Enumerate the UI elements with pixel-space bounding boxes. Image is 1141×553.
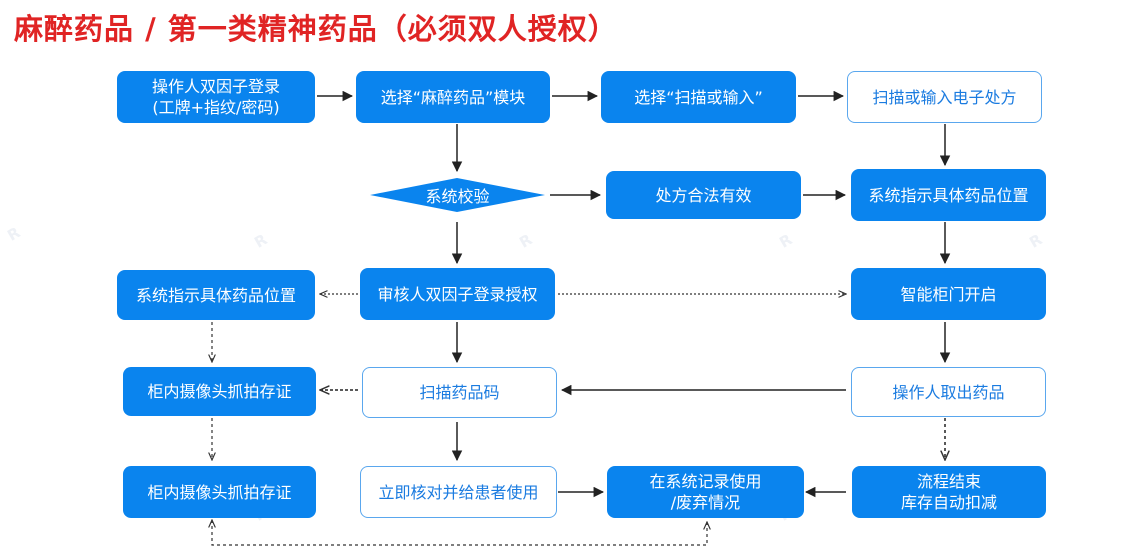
node-process-end: 流程结束 库存自动扣减 — [852, 466, 1046, 518]
node-operator-login: 操作人双因子登录 (工牌+指纹/密码) — [117, 71, 315, 123]
node-select-narcotics-module: 选择“麻醉药品”模块 — [356, 71, 550, 123]
node-locate-drug-top: 系统指示具体药品位置 — [851, 169, 1046, 221]
decision-diamond — [370, 178, 545, 212]
node-locate-drug-left: 系统指示具体药品位置 — [117, 270, 315, 320]
node-cabinet-door-open: 智能柜门开启 — [851, 268, 1046, 320]
node-select-scan-or-input: 选择“扫描或输入” — [601, 71, 796, 123]
arrow-camera2-to-record-loop — [212, 520, 707, 546]
node-record-usage: 在系统记录使用 /废弃情况 — [607, 466, 804, 518]
node-system-validation: 系统校验 — [425, 187, 490, 206]
page-title: 麻醉药品 / 第一类精神药品（必须双人授权） — [14, 12, 618, 46]
node-scan-drug-code: 扫描药品码 — [362, 367, 557, 418]
node-scan-prescription: 扫描或输入电子处方 — [847, 71, 1042, 123]
node-reviewer-auth: 审核人双因子登录授权 — [360, 268, 555, 320]
node-camera-capture-1: 柜内摄像头抓拍存证 — [123, 367, 316, 416]
node-camera-capture-2: 柜内摄像头抓拍存证 — [123, 466, 316, 518]
node-prescription-valid: 处方合法有效 — [606, 171, 801, 219]
node-operator-takes-drug: 操作人取出药品 — [851, 367, 1046, 417]
node-verify-and-administer: 立即核对并给患者使用 — [360, 466, 557, 518]
